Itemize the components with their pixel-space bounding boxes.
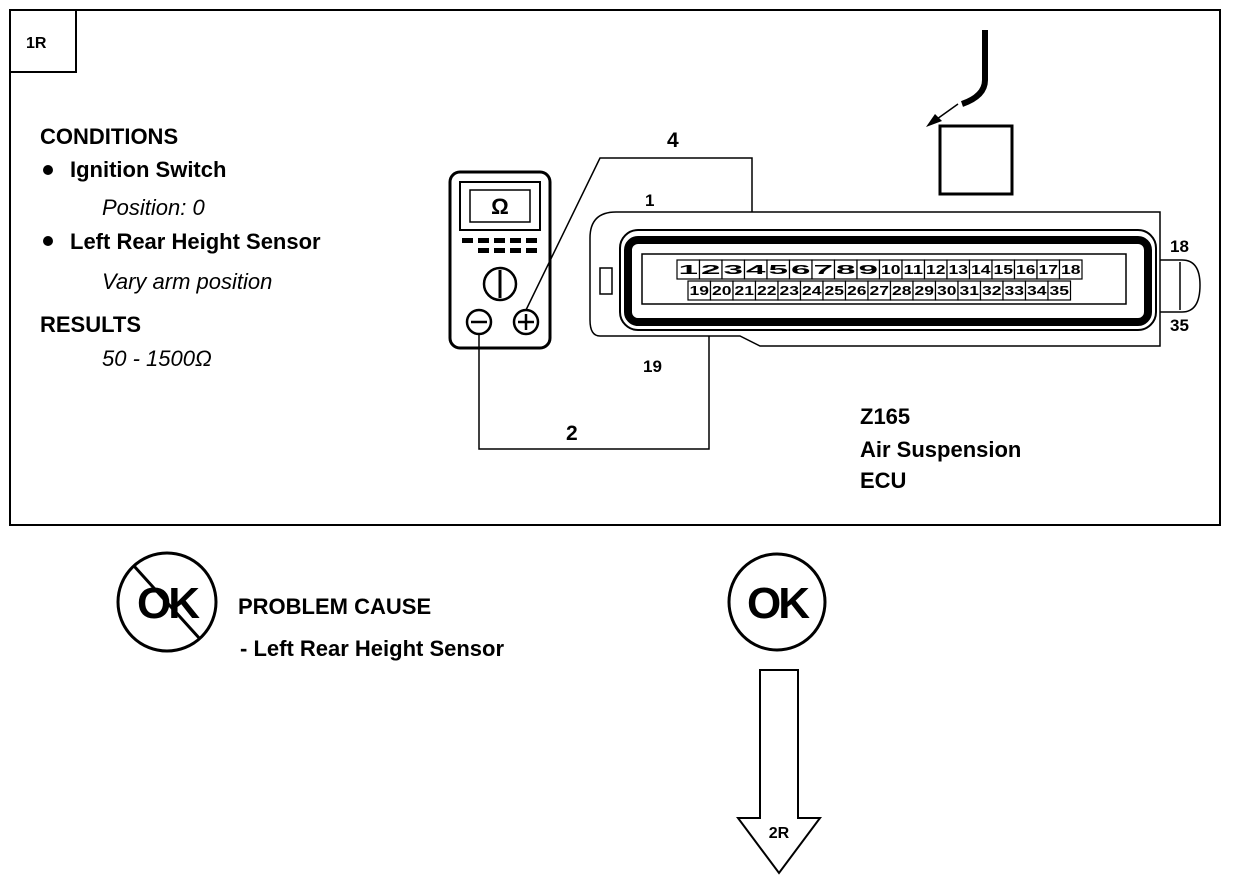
pin-number: 7 <box>814 262 834 277</box>
pin-number: 2 <box>701 262 721 277</box>
pin-number: 12 <box>926 262 946 277</box>
bullet-icon <box>43 236 53 246</box>
pin-number: 32 <box>982 283 1002 298</box>
pin-number: 11 <box>904 262 924 277</box>
pin-number: 10 <box>881 262 901 277</box>
positive-lead-wire <box>525 157 753 311</box>
negative-lead-wire <box>478 292 710 450</box>
pin-number: 33 <box>1005 283 1025 298</box>
multimeter: Ω <box>448 170 552 350</box>
selector-dial-icon <box>482 266 518 302</box>
results-value: 50 - 1500Ω <box>102 346 212 371</box>
pin-label-18: 18 <box>1170 237 1189 256</box>
next-step-label: 2R <box>769 825 790 842</box>
pin-number: 25 <box>825 283 845 298</box>
bullet-icon <box>43 165 53 175</box>
positive-lead-label: 4 <box>667 129 679 152</box>
conditions-heading: CONDITIONS <box>40 124 178 149</box>
negative-lead-label: 2 <box>566 422 578 445</box>
pin-number: 4 <box>746 262 768 277</box>
condition-ignition-detail: Position: 0 <box>102 195 205 220</box>
pin-number: 23 <box>780 283 800 298</box>
pin-number: 15 <box>994 262 1014 277</box>
pin-number: 16 <box>1016 262 1036 277</box>
pin-number: 5 <box>769 262 789 277</box>
height-sensor-symbol <box>926 30 1014 196</box>
condition-sensor-label: Left Rear Height Sensor <box>70 229 321 254</box>
component-name: Air Suspension <box>860 437 1021 462</box>
meter-keypad <box>462 238 537 253</box>
next-step-arrow <box>736 669 822 875</box>
step-id: 1R <box>26 35 47 52</box>
ohm-symbol: Ω <box>491 194 509 219</box>
pin-number: 14 <box>971 262 992 277</box>
pin-number: 18 <box>1061 262 1081 277</box>
pin-cell <box>1058 259 1083 280</box>
not-ok-badge-text: OK <box>137 579 200 628</box>
pin-number: 13 <box>949 262 969 277</box>
pin-number: 21 <box>735 283 755 298</box>
pin-number: 17 <box>1039 262 1059 277</box>
component-type: ECU <box>860 468 906 493</box>
pin-number: 6 <box>791 262 811 277</box>
pin-number: 26 <box>847 283 867 298</box>
condition-ignition-label: Ignition Switch <box>70 157 226 182</box>
pin-number: 20 <box>712 283 732 298</box>
problem-cause-detail: - Left Rear Height Sensor <box>240 636 504 661</box>
pin-number: 34 <box>1027 283 1048 298</box>
pin-label-19: 19 <box>643 357 662 376</box>
pin-number: 27 <box>870 283 890 298</box>
problem-cause-heading: PROBLEM CAUSE <box>238 594 431 619</box>
pin-label-1: 1 <box>645 191 654 210</box>
pin-number: 35 <box>1050 283 1070 298</box>
pin-number: 29 <box>915 283 935 298</box>
pin-number: 22 <box>757 283 777 298</box>
pin-label-35: 35 <box>1170 316 1189 335</box>
pin-cell <box>1047 280 1072 301</box>
test-panel-frame <box>9 9 1221 526</box>
component-code: Z165 <box>860 404 910 429</box>
pin-number: 31 <box>960 283 980 298</box>
ok-badge: OK <box>727 552 827 652</box>
pin-number: 28 <box>892 283 912 298</box>
results-heading: RESULTS <box>40 312 141 337</box>
pin-number: 3 <box>724 262 744 277</box>
not-ok-badge: OK <box>116 551 218 653</box>
ok-badge-text: OK <box>747 579 810 628</box>
pin-number: 24 <box>802 283 823 298</box>
pin-number: 1 <box>679 262 699 277</box>
condition-sensor-detail: Vary arm position <box>102 269 272 294</box>
pin-number: 8 <box>836 262 856 277</box>
pin-number: 30 <box>937 283 957 298</box>
pin-number: 19 <box>690 283 710 298</box>
step-id-box <box>9 9 77 73</box>
pin-number: 9 <box>859 262 879 277</box>
